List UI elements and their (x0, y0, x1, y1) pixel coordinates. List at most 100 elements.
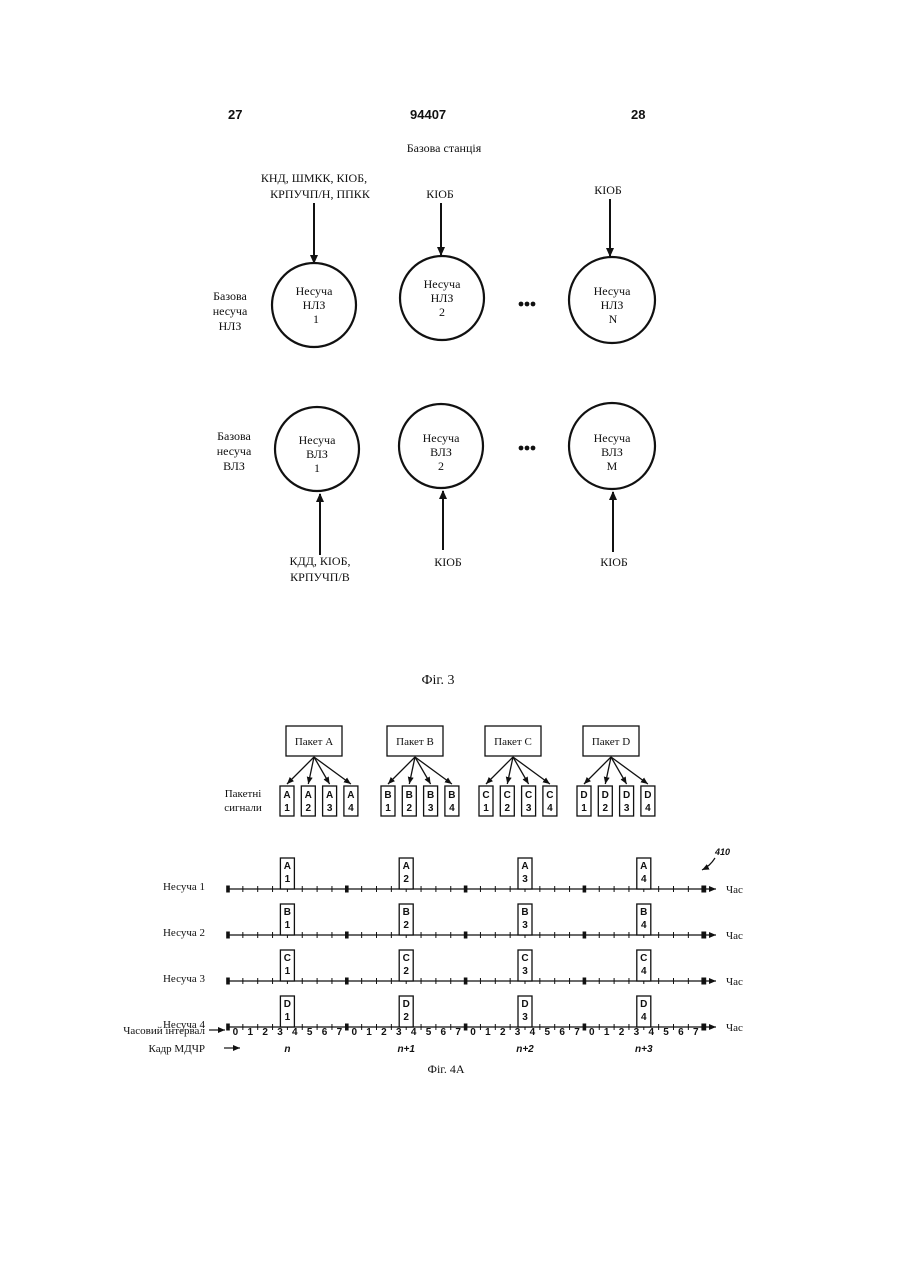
row-label-up-line: Базова (217, 429, 251, 443)
sub-packet-number: 4 (449, 803, 455, 814)
packet-label: Пакет A (295, 736, 333, 748)
split-arrow (611, 757, 627, 784)
slot-number: 4 (648, 1027, 654, 1038)
frame-boundary-marker (345, 886, 349, 893)
sub-packet-number: 3 (428, 803, 434, 814)
slot-packet-letter: B (403, 907, 410, 918)
slot-number: 7 (693, 1027, 699, 1038)
slot-number: 4 (292, 1027, 298, 1038)
sub-packet-letter: A (283, 790, 290, 801)
frame-boundary-marker (703, 886, 706, 893)
page-number-right: 28 (631, 107, 645, 122)
time-axis-label: Час (726, 884, 743, 896)
packet-signals-label-line: Пакетні (225, 788, 262, 800)
row-label-down-line: Базова (213, 289, 247, 303)
slot-packet-number: 1 (285, 1012, 291, 1023)
slot-number: 3 (277, 1027, 283, 1038)
frame-boundary-marker (583, 932, 587, 939)
reference-number: 410 (714, 847, 730, 857)
slot-number: 1 (604, 1027, 610, 1038)
carrier-up-1: Несуча ВЛЗ 1 КДД, КІОБ, КРПУЧП/В (275, 407, 359, 584)
slot-number: 5 (426, 1027, 432, 1038)
sub-packet-letter: C (546, 790, 553, 801)
split-arrow (513, 757, 529, 784)
carrier-row-label: Несуча 1 (163, 881, 205, 893)
sub-packet-number: 3 (526, 803, 532, 814)
carrier-text: 1 (313, 312, 319, 326)
carrier-text: НЛЗ (601, 298, 624, 312)
sub-packet-number: 1 (581, 803, 587, 814)
fig4a-caption: Фіг. 4А (427, 1062, 464, 1076)
carrier-text: Несуча (299, 433, 336, 447)
carrier-text: Несуча (594, 284, 631, 298)
packet-label: Пакет C (494, 736, 532, 748)
sub-packet-number: 3 (624, 803, 630, 814)
slot-number: 5 (307, 1027, 313, 1038)
slot-packet-letter: C (403, 953, 410, 964)
sub-packet-letter: D (602, 790, 609, 801)
slot-packet-letter: A (640, 861, 647, 872)
sub-packet-letter: B (384, 790, 391, 801)
slot-number: 6 (322, 1027, 328, 1038)
sub-packet-number: 2 (407, 803, 413, 814)
carrier-text: Несуча (594, 431, 631, 445)
slot-packet-letter: C (640, 953, 647, 964)
slot-packet-letter: B (640, 907, 647, 918)
sub-packet-number: 3 (327, 803, 333, 814)
row-label-up: Базова несуча ВЛЗ (217, 429, 252, 473)
reference-pointer (702, 858, 715, 870)
sub-packet-number: 2 (603, 803, 609, 814)
slot-number: 3 (634, 1027, 640, 1038)
carrier-text: 1 (314, 461, 320, 475)
carrier-input-label: КРПУЧП/Н, ППКК (270, 187, 371, 201)
row-label-down: Базова несуча НЛЗ (213, 289, 248, 333)
carrier-text: Несуча (423, 431, 460, 445)
carrier-text: ВЛЗ (306, 447, 328, 461)
split-arrow (584, 757, 611, 784)
frame-boundary-marker (703, 1024, 706, 1031)
sub-packet-number: 2 (505, 803, 511, 814)
slot-number: 0 (351, 1027, 357, 1038)
sub-packet-number: 1 (284, 803, 290, 814)
carrier-text: M (607, 459, 618, 473)
slot-packet-number: 3 (522, 966, 528, 977)
frame-boundary-marker (226, 886, 230, 893)
ellipsis-dots (519, 446, 536, 451)
carrier-text: НЛЗ (431, 291, 454, 305)
slot-number: 1 (485, 1027, 491, 1038)
figure-3: Базова станція Базова несуча НЛЗ Базова … (213, 141, 655, 688)
slot-number: 1 (247, 1027, 253, 1038)
sub-packet-number: 4 (645, 803, 651, 814)
split-arrow (415, 757, 452, 784)
carrier-down-n: КІОБ Несуча НЛЗ N (569, 183, 655, 343)
carrier-up-2: Несуча ВЛЗ 2 КІОБ (399, 404, 483, 569)
frame-boundary-marker (703, 978, 706, 985)
carrier-row-label: Несуча 2 (163, 927, 205, 939)
sub-packet-letter: C (504, 790, 511, 801)
frame-boundary-marker (583, 978, 587, 985)
slot-number: 5 (663, 1027, 669, 1038)
slot-number: 2 (500, 1027, 506, 1038)
slot-packet-number: 3 (522, 874, 528, 885)
frame-label: n (284, 1044, 290, 1055)
carrier-text: ВЛЗ (601, 445, 623, 459)
frame-boundary-marker (226, 978, 230, 985)
row-label-down-line: несуча (213, 304, 248, 318)
slot-packet-number: 1 (285, 874, 291, 885)
slot-number: 4 (411, 1027, 417, 1038)
frame-boundary-marker (583, 1024, 587, 1031)
sub-packet-letter: A (326, 790, 333, 801)
slot-number: 1 (366, 1027, 372, 1038)
slot-packet-number: 2 (403, 966, 409, 977)
carrier-down-1: КНД, ШМКК, КІОБ, КРПУЧП/Н, ППКК Несуча Н… (261, 171, 371, 347)
sub-packet-number: 4 (348, 803, 354, 814)
slot-packet-letter: C (521, 953, 528, 964)
carrier-text: 2 (438, 459, 444, 473)
slot-packet-letter: D (403, 999, 410, 1010)
slot-packet-letter: B (521, 907, 528, 918)
frame-boundary-marker (226, 1024, 230, 1031)
frame-label: n+3 (635, 1044, 653, 1055)
sub-packet-letter: D (623, 790, 630, 801)
sub-packet-letter: C (482, 790, 489, 801)
slot-packet-letter: D (284, 999, 291, 1010)
